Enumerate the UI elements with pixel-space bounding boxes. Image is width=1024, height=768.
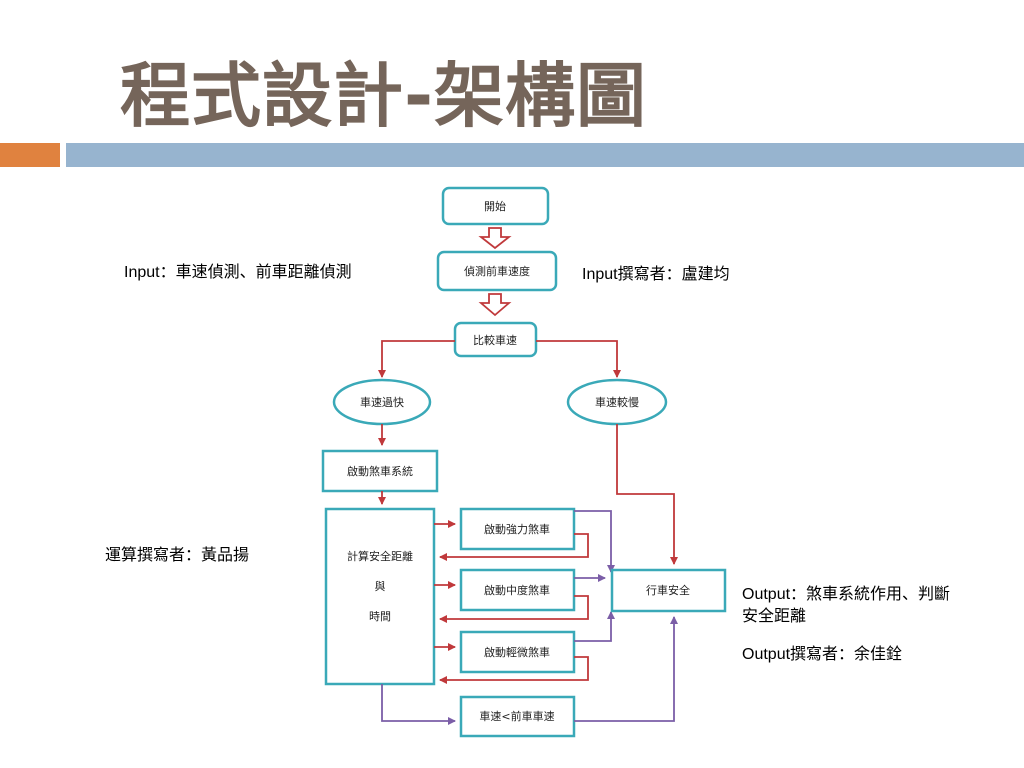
- accent-bar-orange: [0, 143, 60, 167]
- safe-label: 行車安全: [646, 583, 690, 597]
- output-author-note: Output撰寫者：余佳銓: [742, 646, 903, 663]
- calc-author-note: 運算撰寫者：黃品揚: [105, 547, 250, 564]
- start-box: [441, 186, 550, 226]
- too-fast-label: 車速過快: [360, 395, 404, 409]
- arrow-to-slower: [536, 340, 621, 378]
- compare-label: 比較車速: [473, 333, 517, 347]
- output-note-line1: Output：煞車系統作用、判斷: [742, 586, 951, 603]
- calc-label-line1: 計算安全距離: [347, 549, 413, 563]
- arrow-light-back: [439, 656, 589, 684]
- accent-bar-blue: [66, 143, 1024, 167]
- arrow-medium-back: [439, 595, 589, 623]
- strong-brake-label: 啟動強力煞車: [484, 522, 550, 536]
- safe-box: [610, 568, 727, 613]
- light-brake-label: 啟動輕微煞車: [484, 645, 550, 659]
- arrow-to-too-fast: [378, 340, 455, 378]
- detect-box: [436, 250, 558, 292]
- light-brake-box: [459, 630, 576, 674]
- compare-box: [453, 321, 538, 358]
- arrow-strong-back: [439, 533, 589, 561]
- input-author-note: Input撰寫者：盧建均: [582, 266, 730, 283]
- activate-brake-label: 啟動煞車系統: [347, 464, 413, 478]
- start-label: 開始: [484, 199, 506, 213]
- arrow-calc-to-speed-lt: [381, 684, 456, 725]
- hollow-arrow-1: [478, 227, 512, 250]
- input-note: Input：車速偵測、前車距離偵測: [124, 264, 352, 281]
- calc-box: [324, 507, 436, 686]
- detect-label: 偵測前車速度: [464, 264, 530, 278]
- medium-brake-label: 啟動中度煞車: [484, 583, 550, 597]
- arrow-light-to-safe: [574, 611, 615, 642]
- hollow-arrow-2: [478, 293, 512, 317]
- output-note-line2: 安全距離: [742, 608, 807, 625]
- calc-label-line2: 與: [375, 579, 386, 593]
- arrow-slower-to-safe: [616, 424, 678, 565]
- page-title: 程式設計-架構圖: [120, 55, 648, 137]
- medium-brake-box: [459, 568, 576, 612]
- strong-brake-box: [459, 507, 576, 551]
- speed-lt-label: 車速<前車車速: [479, 709, 554, 723]
- activate-brake-box: [321, 449, 439, 493]
- arrow-strong-to-safe: [574, 510, 615, 573]
- calc-label-line3: 時間: [369, 610, 391, 623]
- speed-lt-box: [459, 695, 576, 738]
- slower-label: 車速較慢: [595, 395, 639, 409]
- arrow-speed-lt-to-safe: [574, 616, 678, 722]
